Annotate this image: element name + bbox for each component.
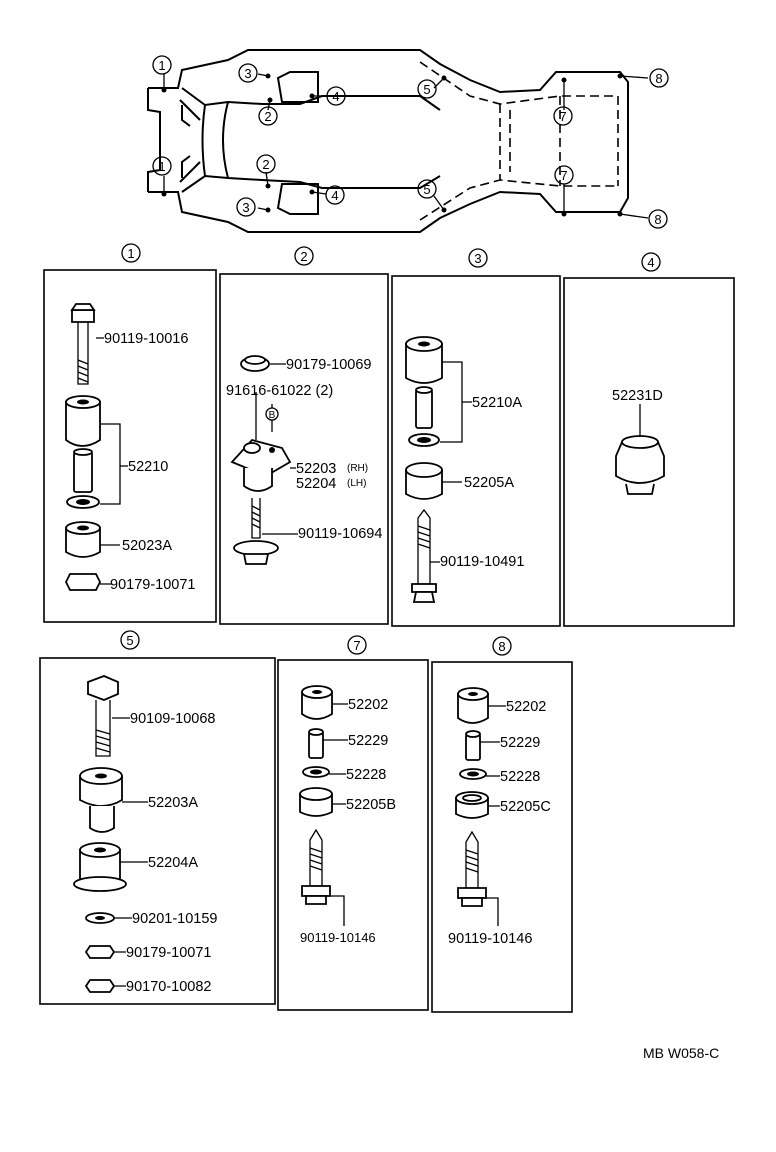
side-rh-label: (RH) [347, 463, 368, 474]
panel-7: 7 52202 52229 52228 52205B 90119-10146 [277, 635, 429, 1011]
part-number-52210: 52210 [128, 459, 168, 475]
panel-1-marker: 1 [127, 246, 134, 261]
frame-marker-4-top: 4 [326, 86, 346, 106]
part-number-90170-10082: 90170-10082 [126, 979, 211, 995]
svg-text:2: 2 [262, 157, 269, 172]
part-number-90179-10071-b: 90179-10071 [126, 945, 211, 961]
part-number-52204A: 52204A [148, 855, 198, 871]
part-number-90109-10068: 90109-10068 [130, 711, 215, 727]
part-number-90119-10016: 90119-10016 [104, 331, 188, 347]
part-number-90119-10146-b: 90119-10146 [448, 931, 532, 947]
panel-7-marker: 7 [353, 638, 360, 653]
svg-text:5: 5 [423, 182, 430, 197]
part-number-52203A: 52203A [148, 795, 198, 811]
panel-5-marker: 5 [126, 633, 133, 648]
panel-2: 2 B 90179-10069 91616-61022 (2) 52203 (R… [219, 246, 389, 625]
panel-4-marker: 4 [647, 255, 654, 270]
panel-4: 4 52231D [563, 252, 735, 627]
frame-marker-3-top: 3 [238, 63, 258, 83]
frame-marker-5-bottom: 5 [417, 179, 437, 199]
part-number-52205B: 52205B [346, 797, 396, 813]
frame-marker-3-bottom: 3 [236, 197, 256, 217]
svg-text:5: 5 [423, 82, 430, 97]
part-number-52231D: 52231D [612, 388, 663, 404]
part-number-90119-10146: 90119-10146 [300, 930, 376, 945]
svg-text:3: 3 [242, 200, 249, 215]
part-number-52229-b: 52229 [500, 735, 540, 751]
panel-5: 5 90109-10068 52203A 52204A 90201-10159 … [39, 630, 276, 1005]
part-number-52203: 52203 [296, 461, 336, 477]
svg-text:3: 3 [244, 66, 251, 81]
part-number-52210A: 52210A [472, 395, 522, 411]
part-number-52023A: 52023A [122, 538, 172, 554]
frame-marker-2-top: 2 [258, 106, 278, 126]
panel-2-marker: 2 [300, 249, 307, 264]
panel-1: 1 90119-10016 52210 52023A 90179-10071 [43, 243, 217, 623]
panel-8-marker: 8 [498, 639, 505, 654]
svg-text:4: 4 [332, 89, 339, 104]
panel-8: 8 52202 52229 52228 52205C 90119-10146 [431, 636, 573, 1013]
frame-marker-2-bottom: 2 [256, 154, 276, 174]
panel-3: 3 52210A 52205A 90119-10491 [391, 248, 561, 627]
part-number-52228: 52228 [346, 767, 386, 783]
frame-marker-7-top: 7 [553, 106, 573, 126]
side-lh-label: (LH) [347, 478, 366, 489]
part-number-52205A: 52205A [464, 475, 514, 491]
part-number-90201-10159: 90201-10159 [132, 911, 217, 927]
figure-code: MB W058-C [643, 1045, 719, 1061]
part-number-52204: 52204 [296, 476, 336, 492]
callout-b: B [269, 410, 276, 421]
part-number-90179-10071: 90179-10071 [110, 577, 195, 593]
svg-text:1: 1 [158, 58, 165, 73]
svg-text:2: 2 [264, 109, 271, 124]
svg-text:7: 7 [559, 109, 566, 124]
frame-marker-5-top: 5 [417, 79, 437, 99]
frame-marker-8-top: 8 [649, 68, 669, 88]
svg-text:4: 4 [331, 188, 338, 203]
part-number-52229: 52229 [348, 733, 388, 749]
vehicle-frame-overview [147, 49, 649, 233]
part-number-52202: 52202 [348, 697, 388, 713]
frame-marker-1-top: 1 [152, 55, 172, 75]
part-number-90119-10491: 90119-10491 [440, 554, 524, 570]
svg-text:7: 7 [560, 168, 567, 183]
part-number-90119-10694: 90119-10694 [298, 526, 382, 542]
svg-text:8: 8 [654, 212, 661, 227]
svg-text:1: 1 [158, 159, 165, 174]
part-number-52228-b: 52228 [500, 769, 540, 785]
panel-3-marker: 3 [474, 251, 481, 266]
part-number-52205C: 52205C [500, 799, 551, 815]
frame-marker-8-bottom: 8 [648, 209, 668, 229]
frame-marker-1-bottom: 1 [152, 156, 172, 176]
svg-text:8: 8 [655, 71, 662, 86]
part-number-91616-61022: 91616-61022 (2) [226, 383, 333, 399]
frame-marker-list: 1 2 3 4 5 7 8 1 2 3 4 5 7 8 [152, 55, 669, 229]
part-number-52202-b: 52202 [506, 699, 546, 715]
part-number-90179-10069: 90179-10069 [286, 357, 371, 373]
frame-marker-4-bottom: 4 [325, 185, 345, 205]
frame-marker-7-bottom: 7 [554, 165, 574, 185]
